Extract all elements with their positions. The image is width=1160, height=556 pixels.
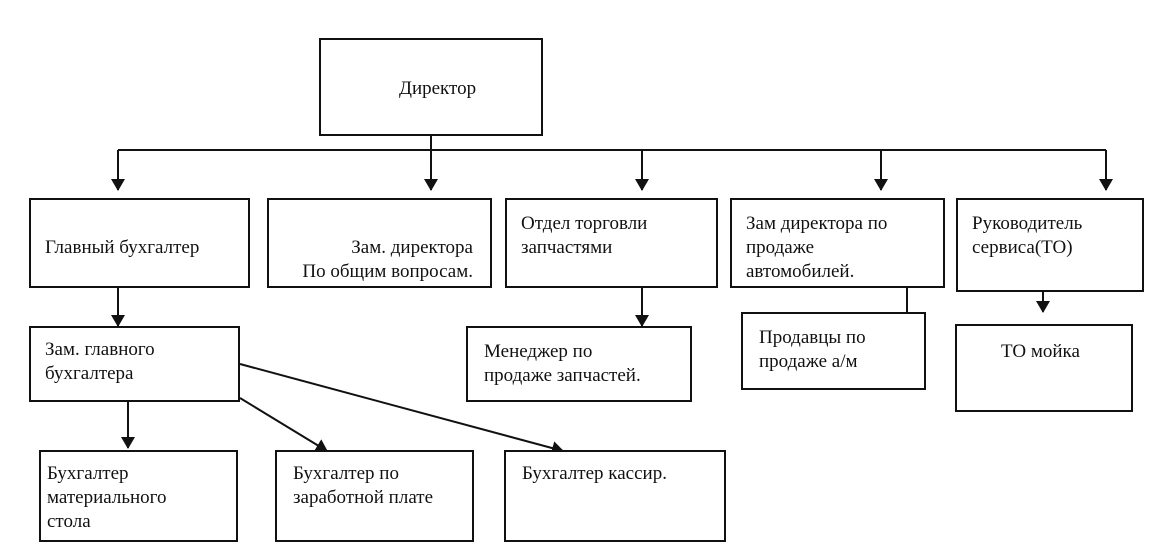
arrow-to-payroll-accountant [239,397,328,452]
material-accountant-box: Бухгалтер материального стола [39,450,238,542]
director-box: Директор [319,38,543,136]
parts-trade-dept-box: Отдел торговли запчастями [505,198,718,288]
car-salespeople-box: Продавцы по продаже а/м [741,312,926,390]
cashier-accountant-label: Бухгалтер кассир. [522,463,667,484]
chief-accountant-label: Главный бухгалтер [45,237,200,258]
parts-sales-manager-label: Менеджер по продаже запчастей. [484,341,641,386]
deputy-general-box: Зам. директора По общим вопросам. [267,198,492,288]
arrow-to-cashier-accountant [239,363,564,455]
service-head-label: Руководитель сервиса(ТО) [972,213,1083,258]
parts-sales-manager-box: Менеджер по продаже запчастей. [466,326,692,402]
deputy-chief-accountant-box: Зам. главного бухгалтера [29,326,240,402]
payroll-accountant-label: Бухгалтер по заработной плате [293,463,434,508]
service-head-box: Руководитель сервиса(ТО) [956,198,1144,292]
deputy-general-label: Зам. директора По общим вопросам. [302,237,473,282]
chief-accountant-box: Главный бухгалтер [29,198,250,288]
payroll-accountant-box: Бухгалтер по заработной плате [275,450,474,542]
to-wash-label: ТО мойка [1001,341,1080,362]
to-wash-box: ТО мойка [955,324,1133,412]
director-label: Директор [399,78,477,99]
car-salespeople-label: Продавцы по продаже а/м [759,327,866,372]
cashier-accountant-box: Бухгалтер кассир. [504,450,726,542]
deputy-car-sales-label: Зам директора по продаже автомобилей. [746,213,888,282]
material-accountant-label: Бухгалтер материального стола [47,463,167,532]
deputy-car-sales-box: Зам директора по продаже автомобилей. [730,198,945,288]
deputy-chief-accountant-label: Зам. главного бухгалтера [45,339,155,384]
parts-trade-dept-label: Отдел торговли запчастями [521,213,648,258]
